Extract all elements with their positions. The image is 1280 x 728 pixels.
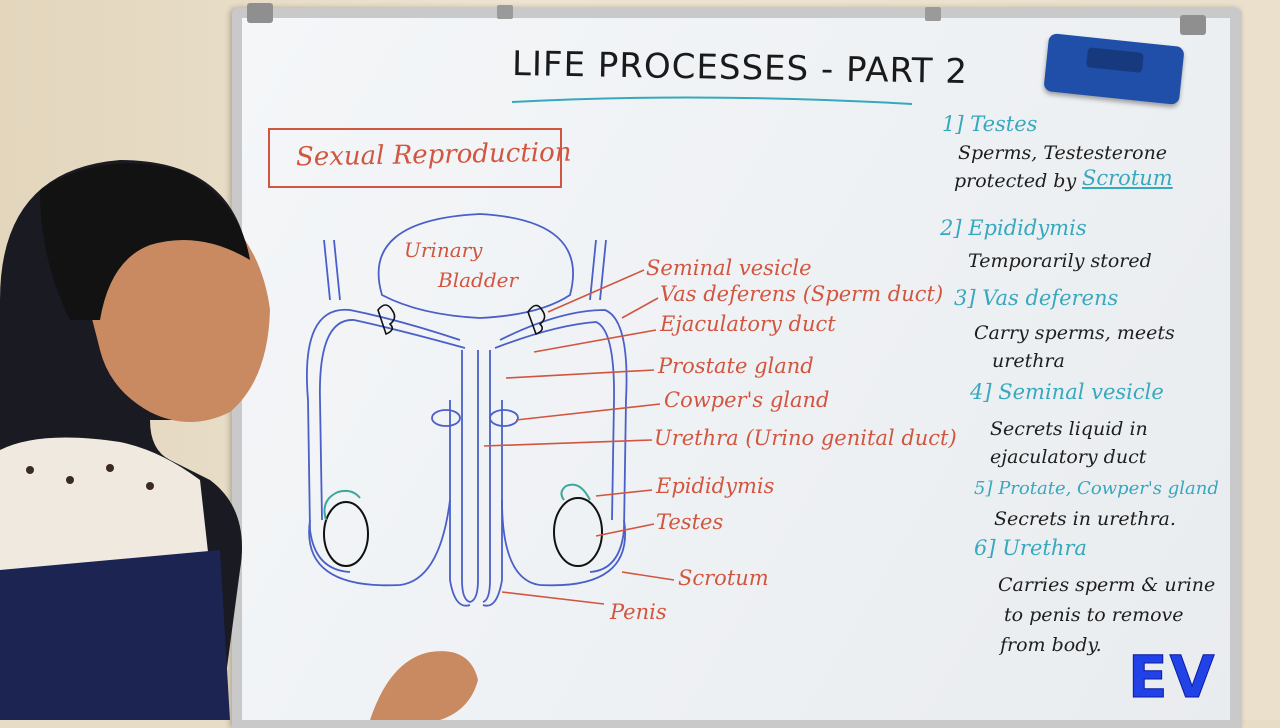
note-4-line-1: Secrets liquid in xyxy=(990,418,1148,440)
note-5-line-1: Secrets in urethra. xyxy=(994,508,1176,530)
note-1-line-2b: Scrotum xyxy=(1082,166,1173,190)
note-1-title: 1] Testes xyxy=(942,112,1038,136)
diagram-label-bladder: Bladder xyxy=(438,268,519,292)
note-4-line-2: ejaculatory duct xyxy=(990,446,1147,468)
label-ejaculatory-duct: Ejaculatory duct xyxy=(660,312,836,336)
board-corner-right xyxy=(1180,15,1206,35)
note-3-line-1: Carry sperms, meets xyxy=(974,322,1175,344)
label-vas-deferens: Vas deferens (Sperm duct) xyxy=(660,282,944,306)
note-6-title: 6] Urethra xyxy=(974,536,1087,560)
label-testes: Testes xyxy=(656,510,724,534)
label-scrotum: Scrotum xyxy=(678,566,769,590)
note-2-line-1: Temporarily stored xyxy=(968,250,1152,272)
note-3-line-2: urethra xyxy=(992,350,1065,372)
board-clip xyxy=(497,5,513,19)
label-cowpers-gland: Cowper's gland xyxy=(664,388,830,412)
presenter-hand xyxy=(370,651,478,720)
heading-box xyxy=(268,128,562,188)
label-seminal-vesicle: Seminal vesicle xyxy=(646,256,812,280)
label-prostate-gland: Prostate gland xyxy=(658,354,814,378)
note-5-title: 5] Protate, Cowper's gland xyxy=(974,478,1219,499)
board-corner-left xyxy=(247,3,273,23)
note-6-line-2: to penis to remove xyxy=(1004,604,1184,626)
note-1-line-1: Sperms, Testesterone xyxy=(958,142,1168,164)
note-2-title: 2] Epididymis xyxy=(940,216,1087,240)
whiteboard xyxy=(242,18,1230,720)
channel-logo: EV xyxy=(1128,643,1217,711)
reproductive-system-diagram xyxy=(306,213,628,607)
diagram-label-urinary: Urinary xyxy=(404,238,483,262)
label-epididymis: Epididymis xyxy=(656,474,775,498)
note-3-title: 3] Vas deferens xyxy=(954,286,1119,310)
note-4-title: 4] Seminal vesicle xyxy=(970,380,1164,404)
presenter xyxy=(0,160,270,720)
note-6-line-1: Carries sperm & urine xyxy=(998,574,1216,596)
note-6-line-3: from body. xyxy=(1000,634,1102,656)
board-clip xyxy=(925,7,941,21)
note-1-line-2a: protected by xyxy=(954,170,1077,192)
label-urethra: Urethra (Urino genital duct) xyxy=(654,426,957,450)
label-penis: Penis xyxy=(610,600,667,624)
